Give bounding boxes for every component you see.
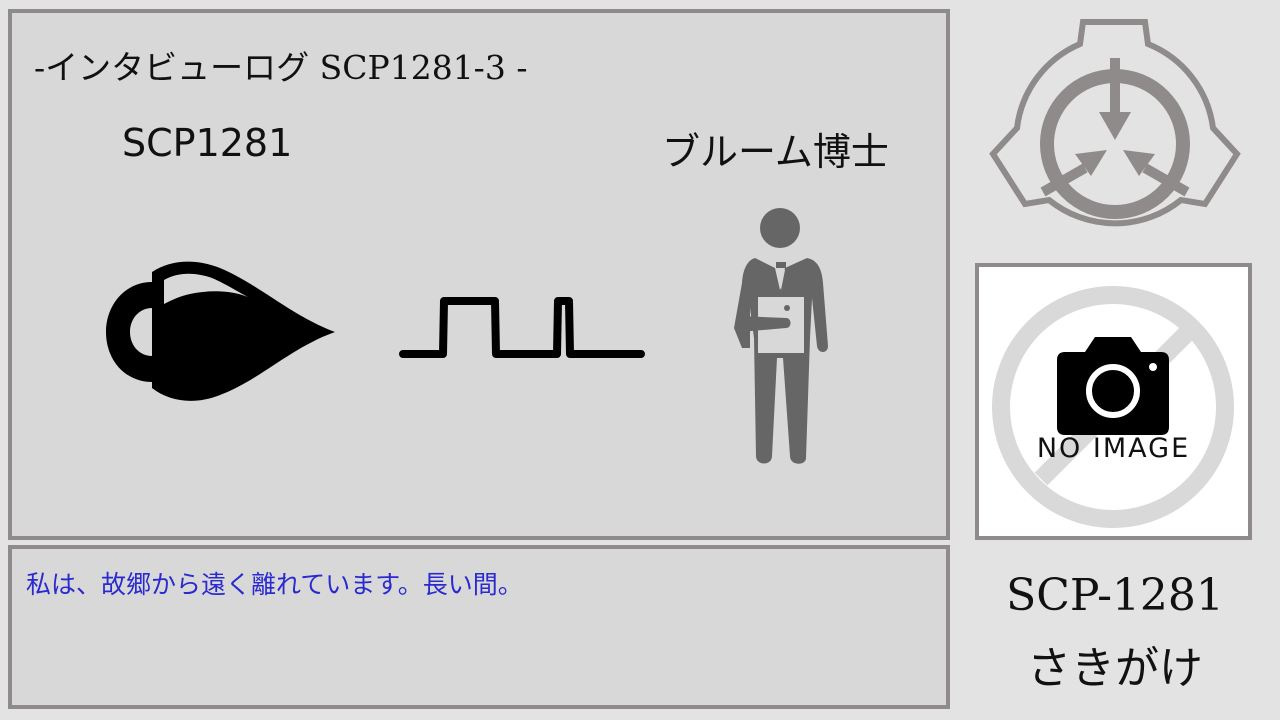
oil-lamp-icon xyxy=(106,261,335,401)
scp-id-caption: SCP-1281 xyxy=(1006,570,1224,621)
prohibited-icon xyxy=(992,286,1234,528)
scp-foundation-logo-icon xyxy=(989,19,1241,227)
no-image-label: NO IMAGE xyxy=(1036,433,1191,464)
square-wave-signal-icon xyxy=(399,297,645,358)
no-image-placeholder: NO IMAGE xyxy=(975,263,1252,540)
camera-icon xyxy=(1057,337,1169,435)
doctor-with-clipboard-icon xyxy=(734,208,828,464)
scp-name-caption: さきがけ xyxy=(1027,643,1203,694)
dialog-box: 私は、故郷から遠く離れています。長い間。 xyxy=(8,545,950,709)
speaker-left-label: SCP1281 xyxy=(122,121,293,165)
dialog-text: 私は、故郷から遠く離れています。長い間。 xyxy=(26,570,523,599)
speaker-right-label: ブルーム博士 xyxy=(662,130,889,174)
interview-title: -インタビューログ SCP1281-3 - xyxy=(34,48,528,87)
interview-panel: -インタビューログ SCP1281-3 - SCP1281 ブルーム博士 xyxy=(8,9,950,540)
